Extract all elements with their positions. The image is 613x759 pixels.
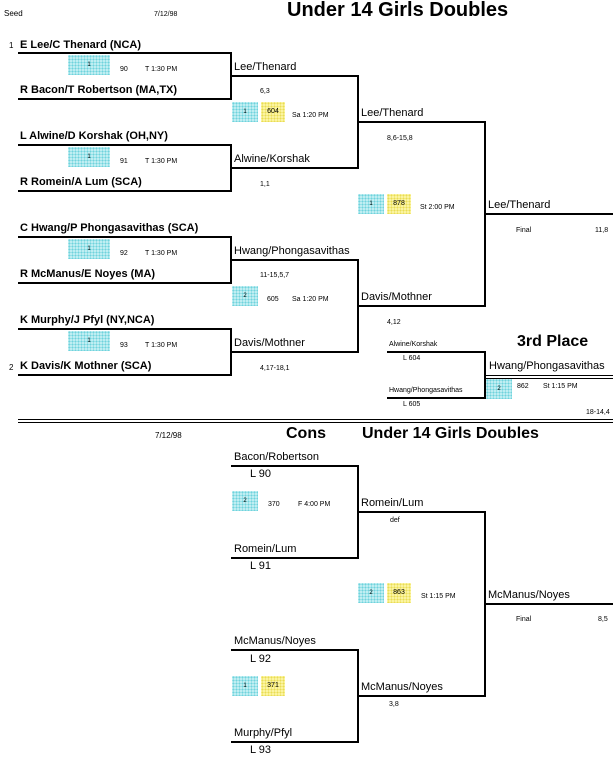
- cons-entry-name: Bacon/Robertson: [234, 451, 319, 463]
- match-score: 4,17-18,1: [260, 365, 290, 372]
- match-time: T 1:30 PM: [145, 66, 178, 73]
- match-time: T 1:30 PM: [145, 158, 178, 165]
- final-label: Final: [516, 227, 532, 234]
- loser-of-match: L 604: [403, 355, 421, 362]
- match-score: 8,6-15,8: [387, 135, 413, 142]
- cons-title: Under 14 Girls Doubles: [362, 425, 539, 442]
- seed-number: 1: [9, 41, 14, 50]
- round2-name: Hwang/Phongasavithas: [234, 245, 350, 257]
- court-number: 1: [68, 239, 110, 259]
- match-time: St 1:15 PM: [421, 593, 456, 600]
- section-divider: [18, 419, 613, 420]
- third-place-entry: Alwine/Korshak: [389, 341, 438, 348]
- match-score: 8,5: [598, 616, 608, 623]
- round2-name: Davis/Mothner: [234, 337, 305, 349]
- page-title: Under 14 Girls Doubles: [287, 0, 509, 21]
- match-number: 371: [261, 676, 285, 696]
- match-number: 862: [517, 383, 529, 390]
- court-number: 1: [232, 102, 258, 122]
- match-time: Sa 1:20 PM: [292, 296, 329, 303]
- match-number: 878: [387, 194, 411, 214]
- court-number: 1: [68, 55, 110, 75]
- seed-number: 2: [9, 363, 14, 372]
- match-time: T 1:30 PM: [145, 342, 178, 349]
- cons-label: Cons: [286, 425, 326, 442]
- loser-of-match: L 91: [250, 560, 272, 572]
- match-number: 604: [261, 102, 285, 122]
- third-place-title: 3rd Place: [517, 333, 589, 350]
- loser-of-match: L 605: [403, 401, 421, 408]
- cons-entry-name: Murphy/Pfyl: [234, 727, 293, 739]
- header-date: 7/12/98: [154, 11, 178, 18]
- court-number: 1: [68, 331, 110, 351]
- third-place-entry: Hwang/Phongasavithas: [389, 387, 463, 394]
- court-number: 1: [232, 676, 258, 696]
- match-time: St 2:00 PM: [420, 204, 455, 211]
- cons-entry-name: Romein/Lum: [234, 543, 297, 555]
- court-number: 2: [358, 583, 384, 603]
- entry-name: K Murphy/J Pfyl (NY,NCA): [20, 314, 155, 326]
- match-number: 90: [120, 66, 128, 73]
- entry-name: R Bacon/T Robertson (MA,TX): [20, 84, 178, 96]
- match-score: 11,8: [595, 227, 609, 234]
- final-label: Final: [516, 616, 532, 623]
- semifinal-name: Lee/Thenard: [361, 107, 424, 119]
- match-score: 18-14,4: [586, 409, 610, 416]
- cons-final-name: McManus/Noyes: [488, 589, 570, 601]
- cons-date: 7/12/98: [155, 431, 182, 440]
- match-number: 605: [267, 296, 279, 303]
- third-place-winner: Hwang/Phongasavithas: [489, 360, 605, 372]
- match-time: T 1:30 PM: [145, 250, 178, 257]
- entry-name: C Hwang/P Phongasavithas (SCA): [20, 222, 199, 234]
- match-number: 91: [120, 158, 128, 165]
- match-score: 4,12: [387, 319, 401, 326]
- match-time: F 4:00 PM: [298, 501, 331, 508]
- court-number: 1: [68, 147, 110, 167]
- round2-name: Lee/Thenard: [234, 61, 297, 73]
- match-score: 1,1: [260, 181, 270, 188]
- match-score: def: [390, 517, 400, 524]
- entry-name: R Romein/A Lum (SCA): [20, 176, 142, 188]
- entry-name: E Lee/C Thenard (NCA): [20, 39, 142, 51]
- semifinal-name: Davis/Mothner: [361, 291, 432, 303]
- match-number: 92: [120, 250, 128, 257]
- round2-name: Alwine/Korshak: [234, 153, 310, 165]
- court-number: 2: [486, 379, 512, 399]
- final-name: Lee/Thenard: [488, 199, 551, 211]
- match-score: 6,3: [260, 88, 270, 95]
- court-number: 2: [232, 286, 258, 306]
- seed-column-label: Seed: [4, 9, 23, 18]
- match-number: 370: [268, 501, 280, 508]
- cons-semifinal-name: McManus/Noyes: [361, 681, 443, 693]
- entry-name: L Alwine/D Korshak (OH,NY): [20, 130, 168, 142]
- match-number: 863: [387, 583, 411, 603]
- loser-of-match: L 90: [250, 468, 272, 480]
- entry-name: R McManus/E Noyes (MA): [20, 268, 156, 280]
- match-number: 93: [120, 342, 128, 349]
- cons-semifinal-name: Romein/Lum: [361, 497, 424, 509]
- match-time: Sa 1:20 PM: [292, 112, 329, 119]
- loser-of-match: L 93: [250, 744, 272, 756]
- court-number: 2: [232, 491, 258, 511]
- match-score: 3,8: [389, 701, 399, 708]
- court-number: 1: [358, 194, 384, 214]
- section-divider: [18, 422, 613, 423]
- cons-entry-name: McManus/Noyes: [234, 635, 316, 647]
- match-score: 11-15,5,7: [260, 272, 290, 279]
- loser-of-match: L 92: [250, 653, 272, 665]
- entry-name: K Davis/K Mothner (SCA): [20, 360, 152, 372]
- match-time: St 1:15 PM: [543, 383, 578, 390]
